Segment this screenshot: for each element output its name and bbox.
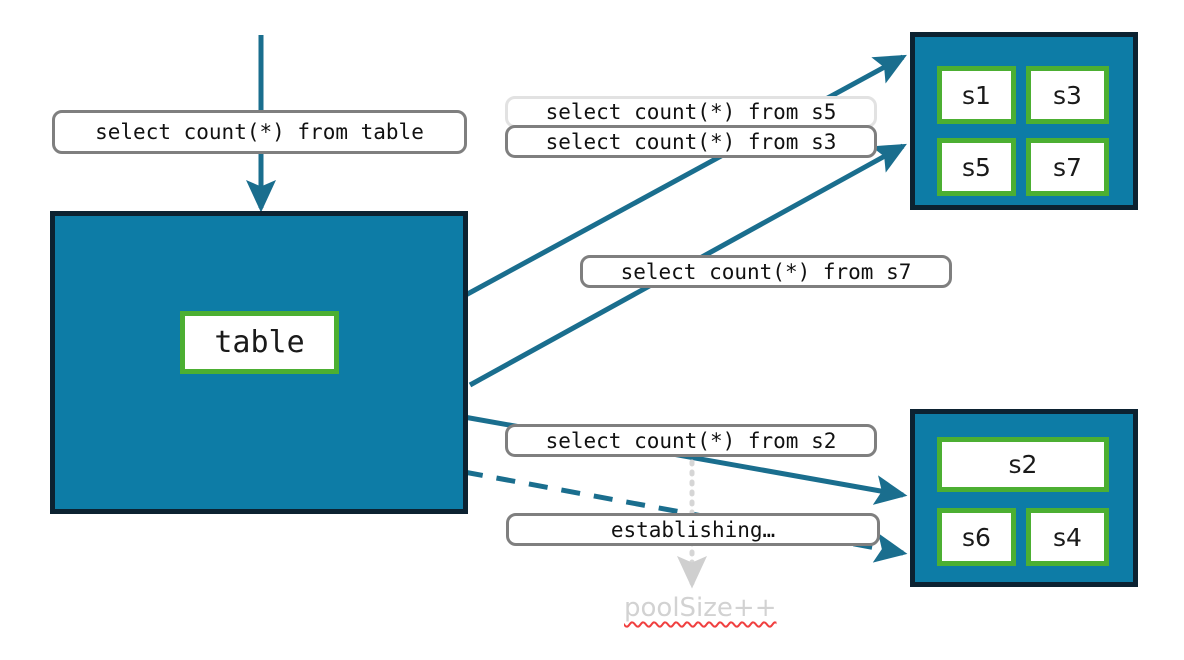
node-s3-label: s3 bbox=[1053, 80, 1082, 110]
query-pill-s7[interactable]: select count(*) from s7 bbox=[580, 255, 952, 288]
node-s6[interactable]: s6 bbox=[937, 508, 1016, 566]
query-pill-table-text: select count(*) from table bbox=[95, 120, 424, 144]
poolsize-increment-text: poolSize++ bbox=[624, 593, 776, 623]
node-s4[interactable]: s4 bbox=[1026, 508, 1109, 566]
node-s7-label: s7 bbox=[1053, 152, 1082, 182]
status-pill-establishing[interactable]: establishing… bbox=[506, 513, 880, 546]
node-table-label: table bbox=[214, 325, 305, 360]
node-s5[interactable]: s5 bbox=[937, 138, 1016, 196]
node-s5-label: s5 bbox=[962, 152, 991, 182]
query-pill-s2-text: select count(*) from s2 bbox=[545, 428, 837, 453]
query-pill-s3-text: select count(*) from s3 bbox=[545, 129, 837, 154]
node-s2[interactable]: s2 bbox=[937, 437, 1109, 492]
node-s6-label: s6 bbox=[962, 522, 991, 552]
query-pill-s2[interactable]: select count(*) from s2 bbox=[505, 424, 877, 457]
node-s1[interactable]: s1 bbox=[937, 66, 1016, 124]
node-s4-label: s4 bbox=[1053, 522, 1082, 552]
node-s7[interactable]: s7 bbox=[1026, 138, 1109, 196]
query-pill-s5-text: select count(*) from s5 bbox=[545, 100, 837, 124]
query-pill-s7-text: select count(*) from s7 bbox=[620, 259, 912, 284]
query-pill-s3[interactable]: select count(*) from s3 bbox=[505, 125, 877, 158]
node-s1-label: s1 bbox=[962, 80, 991, 110]
node-table[interactable]: table bbox=[180, 311, 339, 374]
node-s2-label: s2 bbox=[1008, 450, 1038, 479]
query-pill-s5[interactable]: select count(*) from s5 bbox=[505, 96, 877, 128]
query-pill-table[interactable]: select count(*) from table bbox=[52, 110, 467, 154]
poolsize-increment-label: poolSize++ bbox=[624, 593, 777, 623]
status-pill-establishing-text: establishing… bbox=[610, 517, 776, 542]
node-s3[interactable]: s3 bbox=[1026, 66, 1109, 124]
